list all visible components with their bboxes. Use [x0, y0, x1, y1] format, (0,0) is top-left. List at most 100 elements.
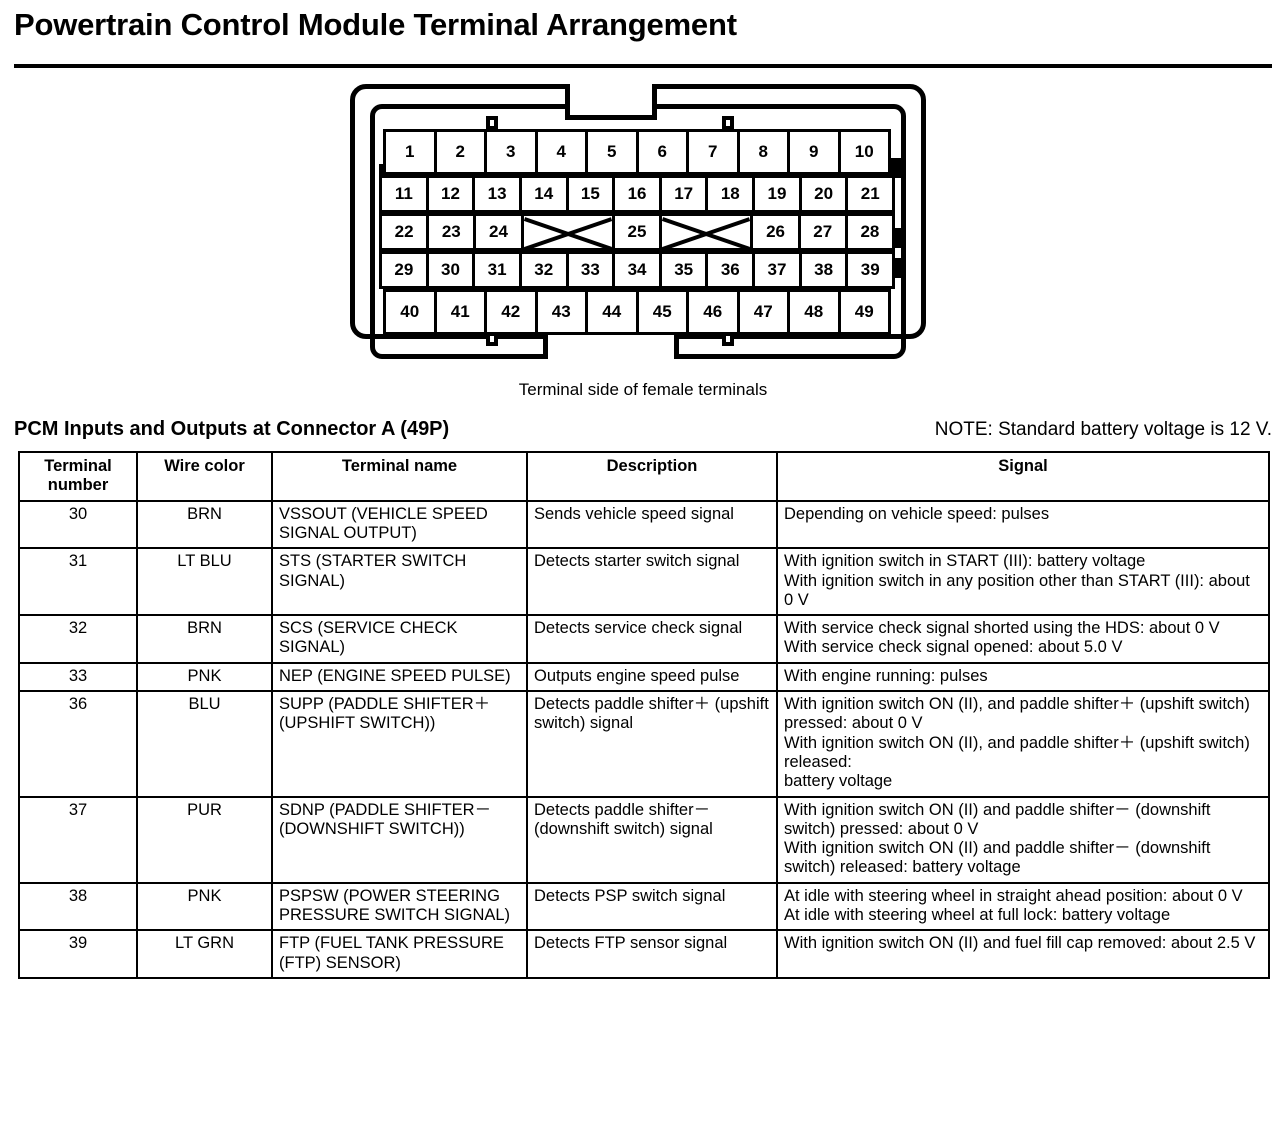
- cell-terminal-name: STS (STARTER SWITCH SIGNAL): [271, 547, 528, 617]
- cell-wire-color: PNK: [136, 881, 273, 932]
- cell-signal: Depending on vehicle speed: pulses: [776, 499, 1270, 550]
- column-header-description: Description: [526, 451, 778, 502]
- cell-description: Detects starter switch signal: [526, 547, 778, 617]
- connector-pin-25: 25: [611, 213, 663, 252]
- cell-description: Outputs engine speed pulse: [526, 661, 778, 693]
- connector-pin-16: 16: [612, 175, 662, 214]
- connector-pin-4: 4: [534, 129, 588, 176]
- connector-pin-28: 28: [844, 213, 896, 252]
- cell-signal: With ignition switch ON (II) and paddle …: [776, 795, 1270, 884]
- connector-top-lock-tab: [565, 84, 657, 121]
- connector-pin-34: 34: [612, 251, 662, 290]
- cell-signal: With ignition switch ON (II) and fuel fi…: [776, 929, 1270, 979]
- cell-wire-color: BRN: [136, 499, 273, 550]
- pcm-io-table: Terminal number Wire color Terminal name…: [18, 451, 1270, 979]
- section-note: NOTE: Standard battery voltage is 12 V.: [934, 419, 1272, 441]
- cell-signal: With engine running: pulses: [776, 661, 1270, 693]
- connector-pin-blank: [520, 213, 615, 252]
- connector-pin-24: 24: [473, 213, 524, 252]
- connector-pin-48: 48: [787, 289, 841, 336]
- connector-pin-19: 19: [752, 175, 802, 214]
- connector-pin-21: 21: [845, 175, 896, 214]
- connector-pin-23: 23: [426, 213, 477, 252]
- cell-wire-color: LT GRN: [136, 929, 273, 979]
- connector-pin-31: 31: [472, 251, 522, 290]
- connector-pin-27: 27: [797, 213, 848, 252]
- cell-description: Detects paddle shifter－ (downshift switc…: [526, 795, 778, 884]
- connector-pin-42: 42: [484, 289, 538, 336]
- connector-pin-9: 9: [787, 129, 841, 176]
- connector-pin-43: 43: [534, 289, 588, 336]
- connector-pin-8: 8: [736, 129, 790, 176]
- section-title: PCM Inputs and Outputs at Connector A (4…: [14, 418, 450, 441]
- connector-pin-3: 3: [484, 129, 538, 176]
- cell-description: Sends vehicle speed signal: [526, 499, 778, 550]
- connector-pin-29: 29: [379, 251, 429, 290]
- cell-signal: At idle with steering wheel in straight …: [776, 881, 1270, 932]
- cell-description: Detects PSP switch signal: [526, 881, 778, 932]
- connector-pin-1: 1: [383, 129, 437, 176]
- connector-pin-41: 41: [433, 289, 487, 336]
- cell-terminal-name: VSSOUT (VEHICLE SPEED SIGNAL OUTPUT): [271, 499, 528, 550]
- cell-wire-color: PNK: [136, 661, 273, 693]
- cell-wire-color: PUR: [136, 795, 273, 884]
- title-divider: [14, 64, 1272, 69]
- cell-wire-color: BLU: [136, 690, 273, 798]
- cell-wire-color: BRN: [136, 614, 273, 664]
- connector-pin-46: 46: [686, 289, 740, 336]
- cell-signal: With service check signal shorted using …: [776, 614, 1270, 664]
- connector-notch-top-right: [722, 116, 734, 131]
- connector-pin-33: 33: [565, 251, 616, 290]
- cell-terminal-name: SDNP (PADDLE SHIFTER－ (DOWNSHIFT SWITCH)…: [271, 795, 528, 884]
- connector-pin-11: 11: [379, 175, 429, 214]
- cell-terminal-name: NEP (ENGINE SPEED PULSE): [271, 661, 528, 693]
- table-header-row: Terminal number Wire color Terminal name…: [18, 451, 1270, 502]
- cell-terminal-number: 37: [18, 795, 138, 884]
- connector-side-tab-right-1: [891, 158, 905, 179]
- cell-terminal-number: 36: [18, 690, 138, 798]
- connector-pin-15: 15: [565, 175, 616, 214]
- connector-pin-30: 30: [425, 251, 476, 290]
- connector-top-tab-mask: [570, 80, 652, 91]
- column-header-terminal-line1: Terminal: [44, 457, 112, 476]
- section-header-bar: PCM Inputs and Outputs at Connector A (4…: [14, 418, 1272, 441]
- column-header-terminal-name: Terminal name: [271, 451, 528, 502]
- cell-terminal-name: FTP (FUEL TANK PRESSURE (FTP) SENSOR): [271, 929, 528, 979]
- connector-pin-13: 13: [472, 175, 522, 214]
- connector-pin-47: 47: [736, 289, 790, 336]
- column-header-terminal-line2: number: [47, 476, 109, 495]
- connector-caption: Terminal side of female terminals: [518, 380, 768, 400]
- connector-pin-38: 38: [798, 251, 849, 290]
- connector-pin-36: 36: [705, 251, 756, 290]
- connector-pin-22: 22: [379, 213, 430, 252]
- connector-pin-blank: [659, 213, 754, 252]
- cell-terminal-number: 31: [18, 547, 138, 617]
- connector-pin-7: 7: [686, 129, 740, 176]
- connector-pin-44: 44: [585, 289, 639, 336]
- cell-wire-color: LT BLU: [136, 547, 273, 617]
- connector-pin-14: 14: [518, 175, 569, 214]
- cell-signal: With ignition switch in START (III): bat…: [776, 547, 1270, 617]
- connector-pin-26: 26: [750, 213, 801, 252]
- cell-terminal-number: 30: [18, 499, 138, 550]
- cell-description: Detects service check signal: [526, 614, 778, 664]
- cell-terminal-number: 39: [18, 929, 138, 979]
- connector-pin-45: 45: [635, 289, 689, 336]
- connector-pin-35: 35: [658, 251, 709, 290]
- column-header-terminal-number: Terminal number: [18, 451, 138, 502]
- connector-pin-40: 40: [383, 289, 437, 336]
- connector-pin-32: 32: [518, 251, 569, 290]
- page-title: Powertrain Control Module Terminal Arran…: [14, 7, 737, 42]
